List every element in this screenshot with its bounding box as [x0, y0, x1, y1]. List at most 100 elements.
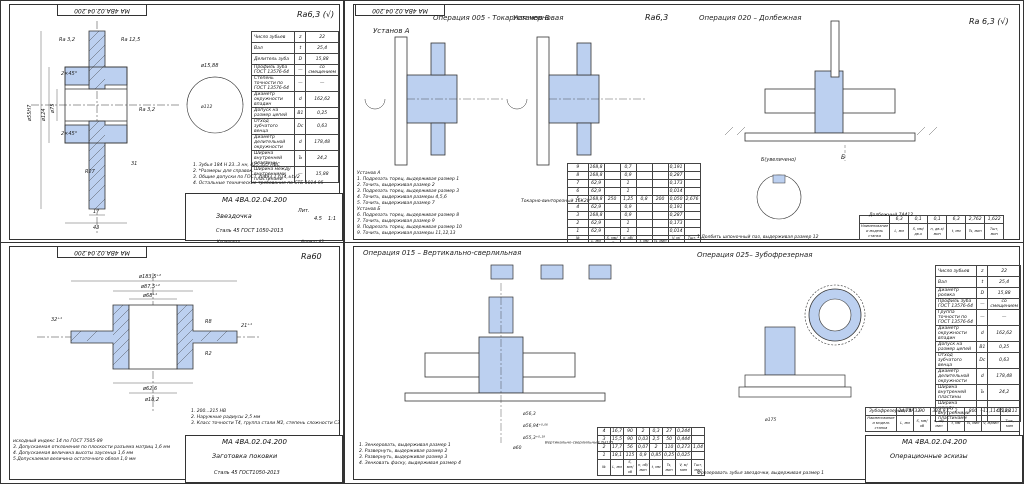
- dim-chamfer-a: 2×45°: [61, 71, 78, 77]
- tech-notes: 1. Зубья 184 H 23..3 нн, 425,335 НВС 2. …: [193, 163, 324, 186]
- dim-r2: R2: [205, 351, 212, 357]
- operations-sheet-2: Операция 015 – Вертикально-сверлильная О…: [344, 242, 1024, 484]
- forging-section-view: ø183,5⁺² ø87,5⁺² ø68⁺¹ ø62,6 ø18,2 R8 R2…: [37, 273, 261, 413]
- dim-low-a: ø62,6: [142, 386, 157, 392]
- blank-drawing-sheet: МА 4ВА.02.04.200 Ra60 ø183,5⁺² ø87,5⁺² ø…: [0, 242, 344, 484]
- op025-title: Операция 025– Зубофрезерная: [697, 251, 813, 259]
- dim-31: 31: [131, 161, 137, 167]
- dim-hob-dia: ø175: [764, 417, 776, 423]
- dim-thick: 32⁺¹: [51, 317, 62, 323]
- dim-rough-c: Ra 3,2: [139, 107, 155, 113]
- dim-17: 17: [93, 209, 100, 215]
- param-row: Ширина между внутренними пластинами—15,8…: [250, 166, 339, 183]
- blank-notes-extra: исходный индекс 14 по ГОСТ 7505-89 3. До…: [13, 439, 171, 462]
- roughness-mark-2: Ra 6,3 (√): [969, 17, 1009, 26]
- dim-low-b: ø18,2: [144, 397, 159, 403]
- roughness-mark: Ra6,3 (√): [297, 10, 335, 19]
- operations-sheet-1: МА 4ВА.02.04.200 Операция 005 - Токарная…: [344, 0, 1024, 244]
- param-row: Степень точности по ГОСТ 13576-64——: [250, 75, 339, 92]
- dim-bore: ø68⁺¹: [142, 293, 157, 299]
- title-material: Сталь 45 ГОСТ 1050-2013: [216, 228, 284, 234]
- roughness-mark: Ra60: [301, 252, 322, 261]
- dim-detail: ø112: [200, 104, 212, 110]
- section-b-label: Б: [841, 154, 845, 161]
- title-code: МА 4ВА.02.04.200: [222, 438, 287, 446]
- dim-hub: ø87,5⁺²: [140, 284, 160, 290]
- op005-machine: Токарно-винторезный 16К20: [521, 199, 590, 204]
- dim-radius: R27: [85, 169, 96, 175]
- dim-r8: R8: [205, 319, 212, 325]
- op015-title: Операция 015 – Вертикально-сверлильная: [363, 249, 522, 257]
- dim-bore: ø75: [50, 104, 56, 114]
- title-name: Заготовка поковки: [212, 452, 278, 460]
- setup-b-label: Установ Б: [513, 14, 550, 22]
- op015-steps: 1. Зенкеровать, выдерживая размер 1 2. Р…: [359, 443, 462, 466]
- op005-setup-sketches: Б Б(увеличено): [364, 20, 938, 220]
- op005-steps: Установ А 1. Подрезать торец, выдерживая…: [357, 171, 463, 236]
- dim-d2: ø56,94⁺⁰·⁰⁶: [522, 423, 548, 429]
- dim-pitch: ø15,88: [200, 63, 218, 69]
- setup-a-label: Установ А: [373, 27, 410, 35]
- dim-rough-a: Ra 3,2: [59, 37, 75, 43]
- title-name: Звездочка: [216, 212, 252, 220]
- dim-width: 21⁺¹: [241, 323, 252, 329]
- dim-d1: ø56,3: [522, 411, 536, 417]
- part-drawing-sheet: МА 4ВА.02.04.200 Ra6,3 (√): [0, 0, 344, 244]
- title-code: МА 4ВА.02.04.200: [902, 438, 967, 446]
- dim-outer: ø183,5⁺²: [138, 274, 161, 280]
- dim-rough-b: Ra 12,5: [121, 37, 140, 43]
- op020-step: 1.Долбить шпоночный паз, выдерживая разм…: [697, 235, 819, 240]
- param-row: Профиль зуба ГОСТ 13576-64—со смещением: [934, 298, 1021, 310]
- dim-chamfer-b: 2×45°: [61, 131, 78, 137]
- dim-hub: ø124: [41, 108, 47, 122]
- op025-step: Фрезеровать зубья звездочки, выдерживая …: [697, 471, 825, 476]
- roughness-mark: Ra6,3: [645, 13, 669, 22]
- op015-op025-sketches: ø56,3 ø56,94⁺⁰·⁰⁶ ø55,3⁺⁰·¹⁹ ø60 ø175: [404, 264, 866, 451]
- title-block: МА 4ВА.02.04.200 Операционные эскизы: [865, 435, 1023, 483]
- title-block: МА 4ВА.02.04.200 Звездочка Сталь 45 ГОСТ…: [185, 193, 343, 241]
- dim-d3: ø55,3⁺⁰·¹⁹: [522, 435, 545, 441]
- title-material: Сталь 45 ГОСТ1050-2013: [214, 470, 280, 476]
- param-row: Профиль зуба ГОСТ 13576-64—со смещением: [250, 64, 339, 76]
- op020-machine: Долбежный 7А412: [869, 213, 914, 218]
- op020-title: Операция 020 – Долбежная: [699, 14, 802, 22]
- dim-d4: ø60: [512, 445, 522, 451]
- title-name: Операционные эскизы: [890, 452, 968, 460]
- blank-notes: 1. 200...215 НВ 2. Наружные радиусы 2,5 …: [191, 409, 341, 426]
- op005-title: Операция 005 - Токарная черновая: [433, 14, 564, 22]
